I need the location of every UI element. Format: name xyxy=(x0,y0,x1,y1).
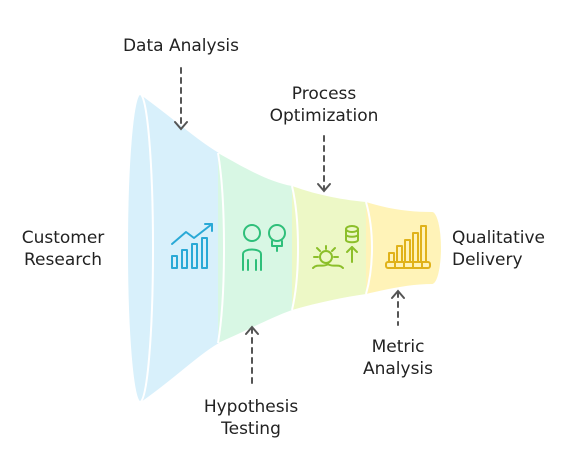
two-people-ideas-icon xyxy=(242,224,286,271)
label-hypothesis-testing: Hypothesis Testing xyxy=(203,397,299,439)
label-data-analysis: Data Analysis xyxy=(122,36,240,56)
funnel-mouth xyxy=(126,93,154,403)
arrow-hypothesis-testing xyxy=(245,325,259,384)
growth-chart-icon xyxy=(171,223,213,269)
label-customer-research: Customer Research xyxy=(21,228,105,270)
funnel-segment-3 xyxy=(292,186,366,310)
funnel-segment-4 xyxy=(366,202,432,294)
funnel-segment-2 xyxy=(218,153,292,343)
funnel-spout xyxy=(423,212,441,284)
gears-database-icon xyxy=(312,225,359,269)
arrow-process-optimization xyxy=(317,135,331,193)
label-qualitative-delivery: Qualitative Delivery xyxy=(452,228,546,270)
funnel xyxy=(126,93,441,403)
label-process-optimization: Process Optimization xyxy=(269,84,379,126)
bar-chart-icon xyxy=(385,225,431,269)
arrow-metric-analysis xyxy=(391,289,405,326)
arrow-data-analysis xyxy=(174,67,188,131)
label-metric-analysis: Metric Analysis xyxy=(362,337,434,379)
